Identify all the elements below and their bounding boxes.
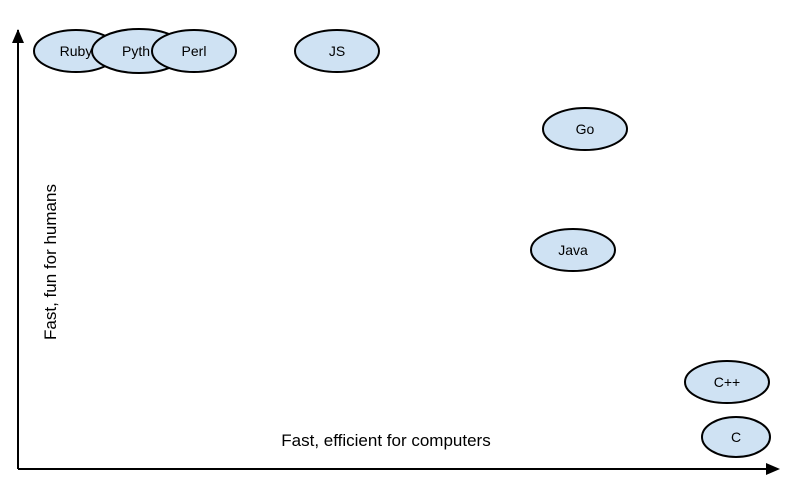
x-axis-label: Fast, efficient for computers: [281, 431, 490, 450]
node-java-ellipse: [530, 228, 616, 272]
node-go-label: Go: [576, 121, 595, 137]
node-c: C: [701, 416, 771, 458]
y-axis-arrowhead: [12, 29, 24, 43]
node-cpp-label: C++: [714, 374, 740, 390]
node-c-ellipse: [701, 416, 771, 458]
node-js-label: JS: [329, 43, 345, 59]
node-cpp: C++: [684, 360, 770, 404]
node-java: Java: [530, 228, 616, 272]
node-perl-label: Perl: [182, 43, 207, 59]
node-perl-ellipse: [151, 29, 237, 73]
y-axis-label: Fast, fun for humans: [41, 184, 60, 340]
node-js: JS: [294, 29, 380, 73]
node-c-label: C: [731, 429, 741, 445]
node-python-label: Pyth: [122, 43, 150, 59]
node-cpp-ellipse: [684, 360, 770, 404]
node-ruby-label: Ruby: [60, 43, 93, 59]
node-go-ellipse: [542, 107, 628, 151]
node-java-label: Java: [558, 242, 588, 258]
node-perl: Perl: [151, 29, 237, 73]
node-go: Go: [542, 107, 628, 151]
x-axis-arrowhead: [766, 463, 780, 475]
node-js-ellipse: [294, 29, 380, 73]
